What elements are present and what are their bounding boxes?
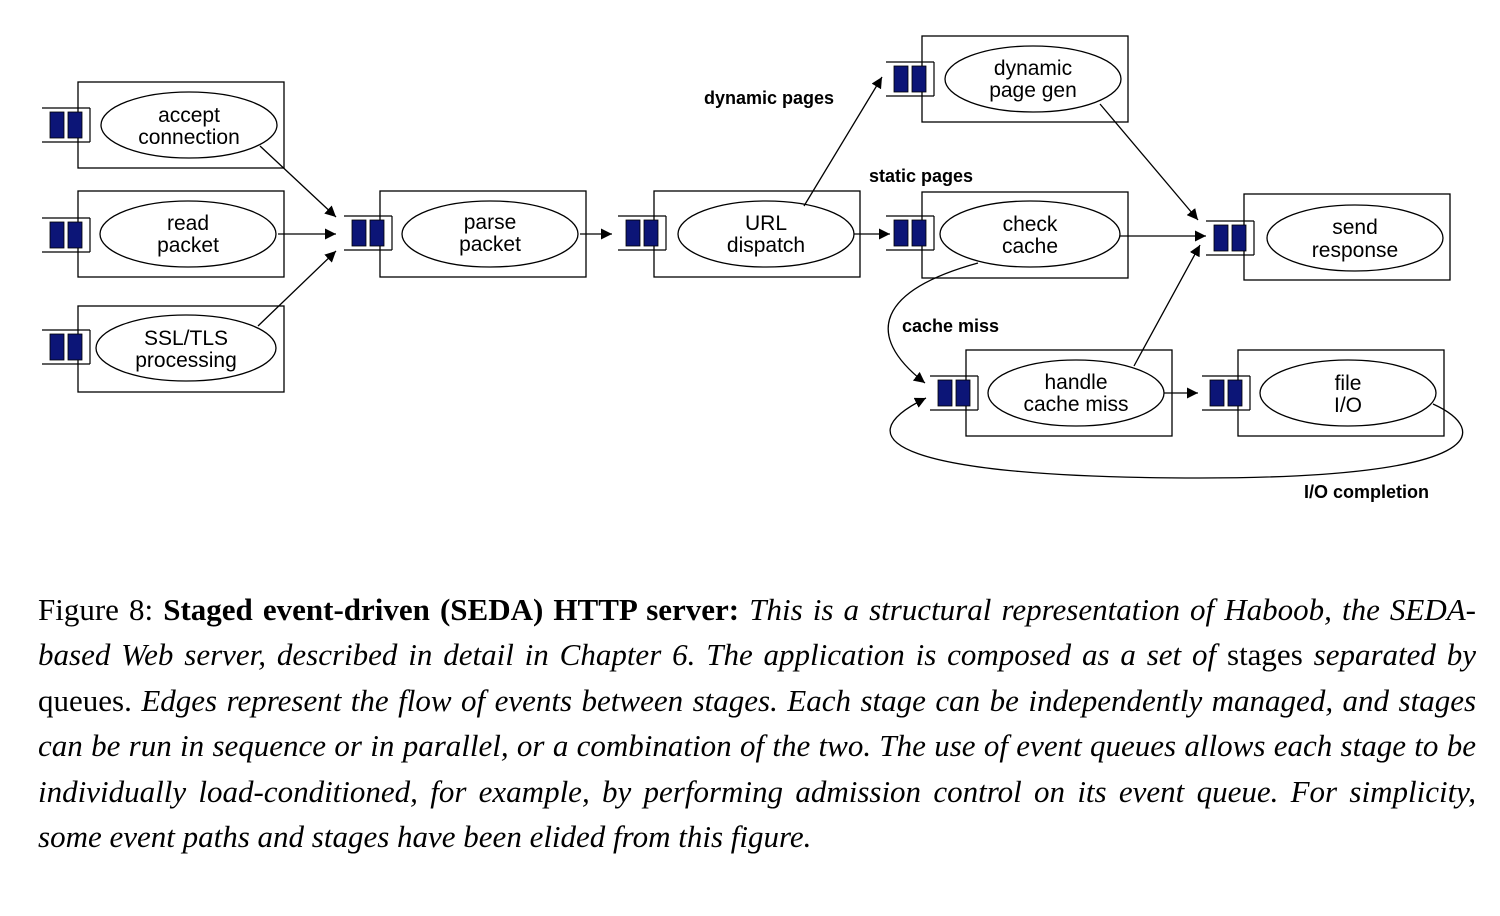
svg-text:SSL/TLS: SSL/TLS	[144, 327, 228, 350]
svg-text:dispatch: dispatch	[727, 234, 805, 257]
edge-label-cache-miss: cache miss	[902, 316, 999, 336]
edge-url-to-dynamic	[803, 76, 883, 207]
stage-check-cache: check cache	[886, 191, 1129, 279]
stage-label-line: cache miss	[1023, 393, 1128, 416]
queue-icon	[344, 215, 393, 251]
queue-icon	[930, 375, 979, 411]
stage-label-line: packet	[157, 234, 219, 257]
stage-label-line: cache	[1002, 235, 1058, 258]
queue-icon	[1202, 375, 1251, 411]
stage-label-line: packet	[459, 233, 521, 256]
stage-label-line: response	[1312, 239, 1398, 262]
stage-accept-connection: accept connection	[42, 81, 285, 169]
stage-label-line: handle	[1044, 371, 1107, 394]
stage-label-line: send	[1332, 216, 1378, 239]
queue-icon	[42, 107, 91, 143]
svg-text:accept: accept	[158, 104, 220, 127]
stage-label-line: dynamic	[994, 57, 1072, 80]
svg-text:read: read	[167, 212, 209, 235]
edges	[257, 76, 1464, 479]
stage-label-line: URL	[745, 212, 787, 235]
stage-label-line: dispatch	[727, 234, 805, 257]
svg-text:page gen: page gen	[989, 79, 1077, 102]
edge-dynamic-to-send	[1099, 103, 1199, 221]
svg-text:send: send	[1332, 216, 1378, 239]
svg-text:processing: processing	[135, 349, 237, 372]
queue-icon	[42, 329, 91, 365]
edge-handle-to-send	[1133, 244, 1201, 367]
seda-diagram: accept connection read packet	[42, 35, 1464, 502]
stage-label-line: parse	[464, 211, 517, 234]
edge-ssl-to-parse	[257, 250, 337, 327]
caption-title: Staged event-driven (SEDA) HTTP server:	[163, 592, 740, 627]
svg-text:packet: packet	[157, 234, 219, 257]
stage-send-response: send response	[1206, 193, 1451, 281]
edge-file-to-handle	[889, 397, 1464, 479]
svg-text:packet: packet	[459, 233, 521, 256]
stage-url-dispatch: URL dispatch	[618, 190, 861, 278]
stage-label-line: file	[1335, 372, 1362, 395]
stage-label-line: read	[167, 212, 209, 235]
queue-icon	[42, 217, 91, 253]
svg-text:cache miss: cache miss	[1023, 393, 1128, 416]
queue-icon	[618, 215, 667, 251]
stage-file-io: file I/O	[1202, 349, 1445, 437]
svg-text:dynamic: dynamic	[994, 57, 1072, 80]
stage-dynamic-page-gen: dynamic page gen	[886, 35, 1129, 123]
queue-icon	[1206, 220, 1255, 256]
caption-term-queues: queues.	[38, 682, 132, 718]
svg-text:I/O: I/O	[1334, 394, 1362, 417]
stage-parse-packet: parse packet	[344, 190, 587, 278]
caption-text: This is a structural representation of H…	[38, 592, 1476, 673]
stage-handle-cache-miss: handle cache miss	[930, 349, 1173, 437]
edge-label-dynamic-pages: dynamic pages	[704, 88, 834, 108]
stage-label-line: connection	[138, 126, 240, 149]
svg-text:check: check	[1003, 213, 1058, 236]
svg-text:response: response	[1312, 239, 1398, 262]
svg-text:handle: handle	[1044, 371, 1107, 394]
queue-icon	[886, 215, 935, 251]
svg-text:connection: connection	[138, 126, 240, 149]
stage-ssl-tls-processing: SSL/TLS processing	[42, 305, 285, 393]
stage-label-line: check	[1003, 213, 1058, 236]
edge-label-io-completion: I/O completion	[1304, 482, 1429, 502]
stage-label-line: page gen	[989, 79, 1077, 102]
edge-check-to-handle	[887, 262, 979, 384]
caption-term-stages: stages	[1227, 637, 1303, 673]
svg-text:URL: URL	[745, 212, 787, 235]
caption-text: separated by	[1313, 637, 1476, 673]
stage-label-line: I/O	[1334, 394, 1362, 417]
edge-accept-to-parse	[259, 145, 337, 218]
stage-label-line: processing	[135, 349, 237, 372]
svg-text:parse: parse	[464, 211, 517, 234]
figure-caption: Figure 8: Staged event-driven (SEDA) HTT…	[38, 587, 1476, 859]
svg-text:cache: cache	[1002, 235, 1058, 258]
svg-text:file: file	[1335, 372, 1362, 395]
caption-text: Edges represent the flow of events betwe…	[38, 682, 1477, 855]
stage-label-line: accept	[158, 104, 220, 127]
figure-label: Figure 8:	[38, 592, 154, 627]
stage-read-packet: read packet	[42, 190, 285, 278]
stage-label-line: SSL/TLS	[144, 327, 228, 350]
edge-label-static-pages: static pages	[869, 166, 973, 186]
queue-icon	[886, 61, 935, 97]
